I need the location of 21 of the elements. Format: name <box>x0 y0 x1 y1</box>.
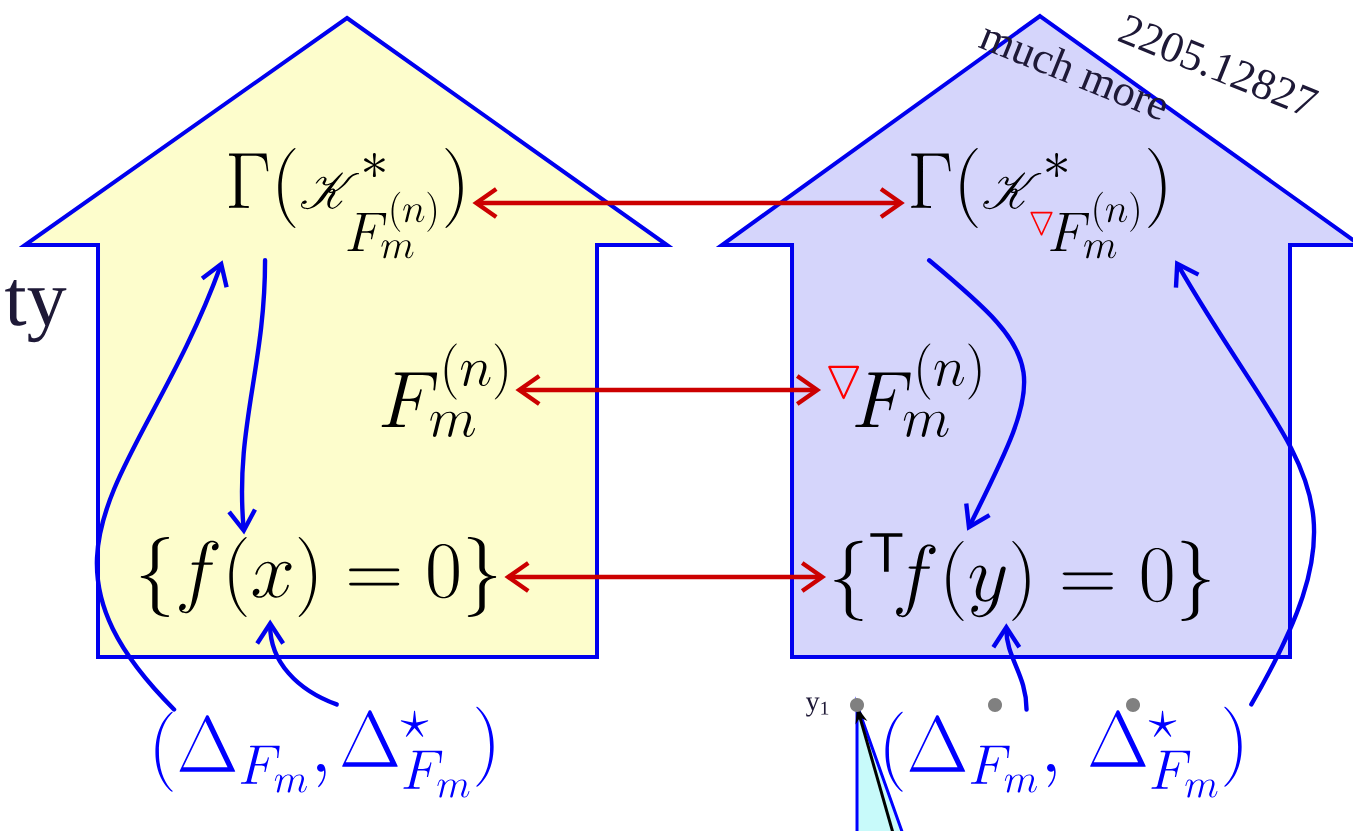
arrow <box>94 260 229 712</box>
formula: $(\Delta_{F_m},$ <box>155 711 326 793</box>
arrow <box>926 258 1027 531</box>
formula: $\Gamma(\mathscr{K}^{*}_{F_m^{(n)}})$ <box>229 148 463 259</box>
formula: $\{f(x)=0\}$ <box>140 537 497 617</box>
formula: $\Delta^{\star}_{F_m})$ <box>1090 706 1242 798</box>
arrow <box>227 258 268 535</box>
arrow <box>1173 260 1316 707</box>
formula: $\{{}^{\mathsf{T}}\!f(y)=0\}$ <box>834 533 1210 621</box>
formula: $(\Delta_{F_m},$ <box>885 711 1056 793</box>
text-label: y$_{1}$ <box>805 697 829 717</box>
text-label: ty <box>5 279 67 343</box>
arrow <box>472 187 905 219</box>
formula: ${}^{\color{red}\triangledown}\!F_m^{(n)}$ <box>828 343 981 437</box>
formula: $F_m^{(n)}$ <box>381 343 507 437</box>
arrow <box>504 561 827 593</box>
arrow <box>255 619 339 707</box>
formula: $\Delta^{\star}_{F_m})$ <box>342 706 494 798</box>
arrow <box>515 374 822 406</box>
formula: $\Gamma(\mathscr{K}^{*}_{{}^{\color{red}\triangledown}\!F_m^{(n)}})$ <box>911 148 1166 259</box>
arrow <box>991 623 1029 712</box>
